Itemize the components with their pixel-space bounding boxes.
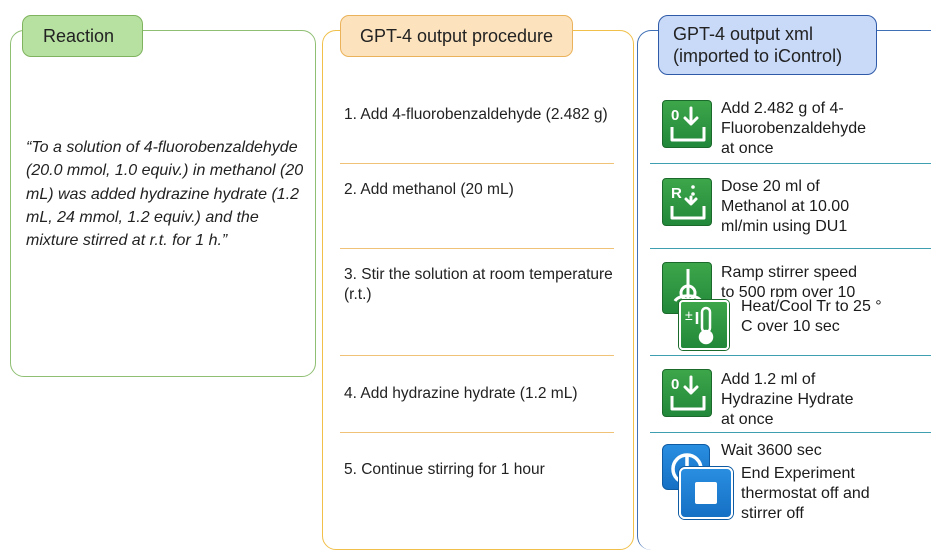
step-divider	[340, 355, 614, 357]
svg-text:0: 0	[671, 107, 679, 124]
procedure-header-label: GPT-4 output procedure	[359, 25, 554, 46]
xml-header-line1: GPT-4 output xml	[673, 24, 814, 44]
svg-text:±: ±	[685, 307, 693, 323]
procedure-panel	[322, 30, 634, 550]
stirrer-icon	[662, 262, 712, 314]
reaction-header-label: Reaction	[43, 25, 115, 46]
xml-divider	[650, 432, 931, 434]
xml-item-end-experiment: End Experiment thermostat off and stirre…	[738, 464, 870, 524]
procedure-step-3: 3. Stir the solution at room temperature…	[344, 266, 613, 303]
reaction-panel	[10, 30, 316, 377]
procedure-step-1: 1. Add 4-fluorobenzaldehyde (2.482 g)	[344, 106, 608, 123]
xml-divider	[650, 355, 931, 357]
svg-text:0: 0	[671, 376, 679, 393]
svg-text:R: R	[671, 185, 682, 202]
procedure-step-2: 2. Add methanol (20 mL)	[344, 181, 514, 198]
reaction-header: Reaction	[22, 15, 143, 57]
reaction-description: “To a solution of 4-fluorobenzaldehyde (…	[26, 139, 304, 250]
xml-header-line2: (imported to iControl)	[673, 46, 843, 66]
step-divider	[340, 248, 614, 250]
add-solid-icon: 0	[662, 369, 712, 417]
xml-item-heat-cool: Heat/Cool Tr to 25 ° C over 10 sec	[733, 297, 882, 337]
xml-item-add-fluoro: Add 2.482 g of 4- Fluorobenzaldehyde at …	[721, 100, 866, 157]
procedure-header: GPT-4 output procedure	[340, 15, 573, 57]
xml-item-ramp-stirrer: Ramp stirrer speed to 500 rpm over 10	[721, 264, 858, 301]
xml-divider	[650, 163, 931, 165]
xml-item-wait: Wait 3600 sec	[721, 442, 822, 459]
xml-divider	[650, 248, 931, 250]
xml-item-dose-methanol: Dose 20 ml of Methanol at 10.00 ml/min u…	[721, 178, 850, 235]
thermometer-icon: ±	[679, 300, 729, 350]
add-solid-icon: 0	[662, 100, 712, 148]
step-divider	[340, 163, 614, 165]
dose-liquid-icon: R	[662, 178, 712, 226]
step-divider	[340, 432, 614, 434]
procedure-step-5: 5. Continue stirring for 1 hour	[344, 461, 545, 478]
stop-icon	[679, 467, 733, 519]
procedure-step-4: 4. Add hydrazine hydrate (1.2 mL)	[344, 385, 578, 402]
xml-item-add-hydrazine: Add 1.2 ml of Hydrazine Hydrate at once	[721, 371, 854, 428]
xml-header: GPT-4 output xml (imported to iControl)	[658, 15, 877, 75]
